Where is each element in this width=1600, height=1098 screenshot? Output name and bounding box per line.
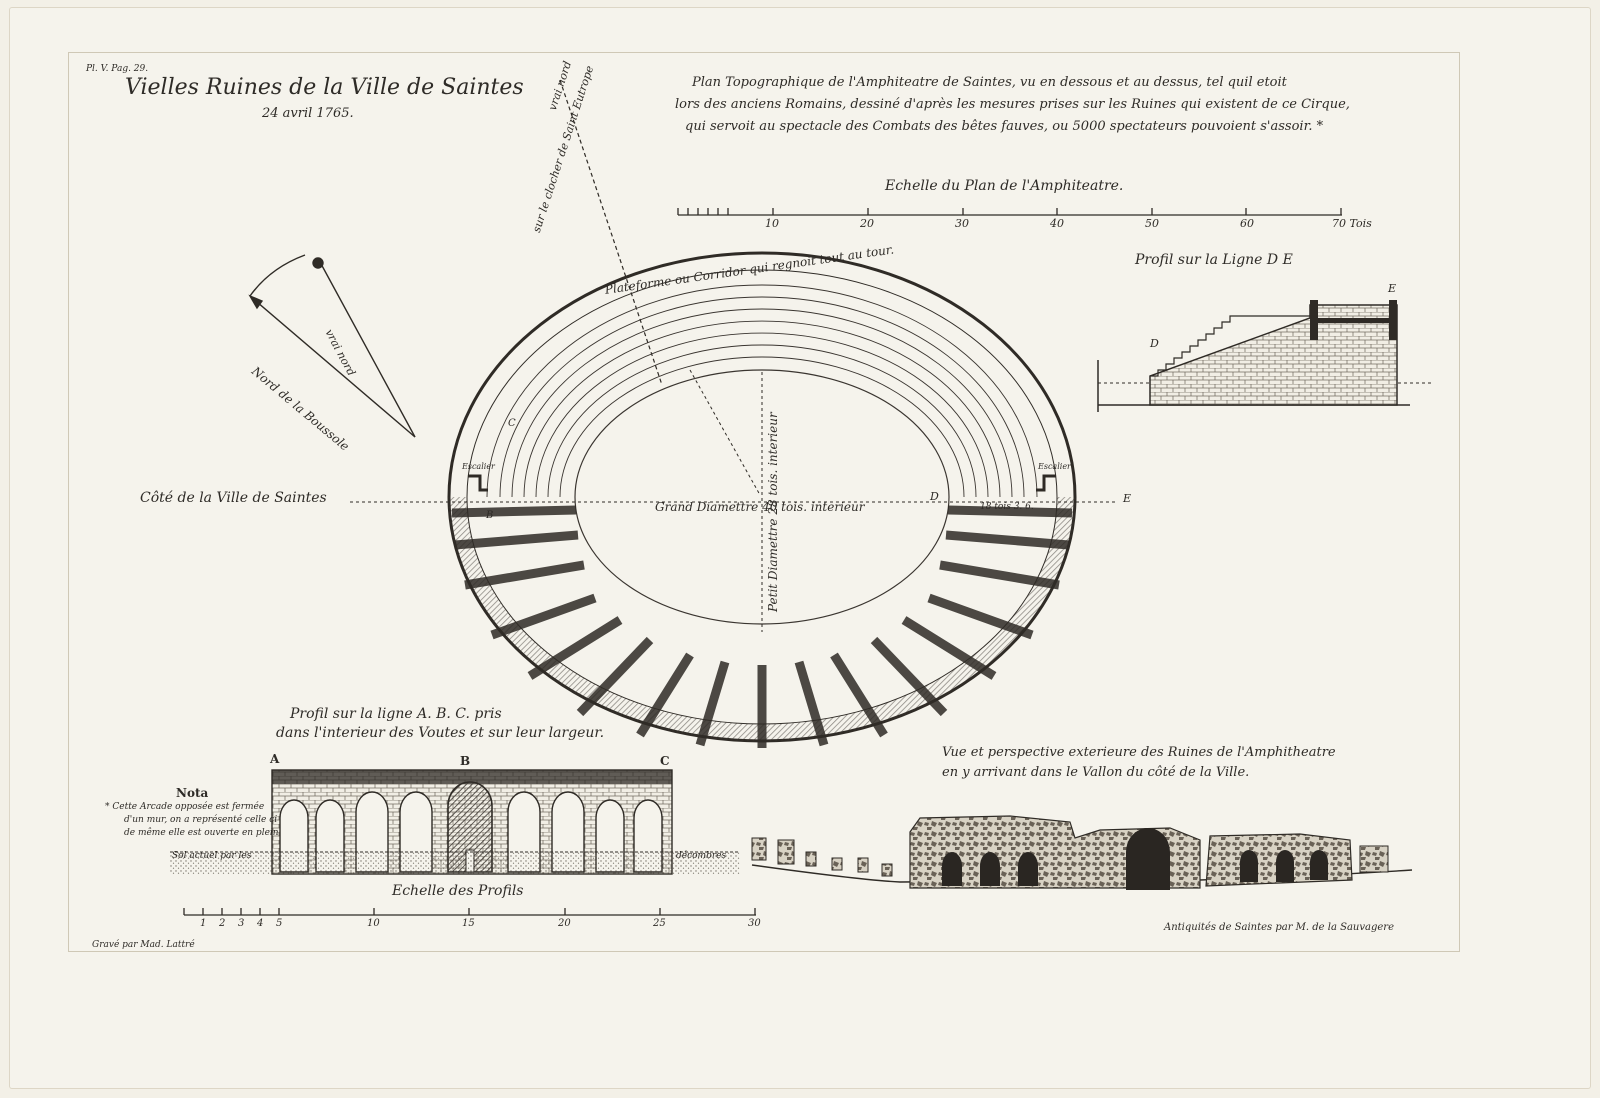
profile-de-drawing bbox=[1097, 300, 1432, 412]
sol-actuel-label: Sol actuel par les bbox=[172, 851, 252, 861]
compass-rose bbox=[248, 254, 416, 438]
grand-diametre-label: Grand Diamettre 40 tois. interieur bbox=[655, 500, 865, 514]
profile-abc-drawing bbox=[170, 769, 740, 875]
nota-title: Nota bbox=[176, 786, 209, 800]
plan-label-e: E bbox=[1123, 492, 1132, 505]
nota-line-3: de même elle est ouverte en plein bbox=[124, 828, 279, 838]
decombres-label: décombres bbox=[676, 851, 727, 861]
profile-scale-tick: 30 bbox=[748, 918, 761, 929]
plate-title: Vielles Ruines de la Ville de Saintes bbox=[125, 75, 524, 100]
nota-line-2: d'un mur, on a représenté celle ci bbox=[124, 815, 278, 825]
perspective-title-2: en y arrivant dans le Vallon du côté de … bbox=[942, 765, 1250, 780]
profile-scale-tick: 15 bbox=[462, 918, 475, 929]
profile-abc-title-2: dans l'interieur des Voutes et sur leur … bbox=[276, 725, 605, 741]
profile-scale-tick: 3 bbox=[238, 918, 245, 929]
plate-border bbox=[68, 52, 1460, 952]
plan-label-c: C bbox=[508, 418, 516, 429]
source-credit: Antiquités de Saintes par M. de la Sauva… bbox=[1164, 922, 1394, 933]
plan-scale-label: Echelle du Plan de l'Amphiteatre. bbox=[885, 178, 1124, 194]
plan-scale-tick: 50 bbox=[1145, 217, 1159, 230]
side-dimension-label: 18 tois 3. 6. bbox=[980, 502, 1034, 512]
description-line-1: Plan Topographique de l'Amphiteatre de S… bbox=[692, 75, 1287, 90]
plan-label-d: D bbox=[930, 490, 939, 503]
plan-scale-tick: 70 Tois bbox=[1332, 217, 1372, 230]
ruins-perspective-drawing bbox=[751, 815, 1413, 890]
profile-abc-label-a: A bbox=[270, 752, 280, 766]
profile-de-label-e: E bbox=[1388, 282, 1397, 295]
plan-scale-tick: 40 bbox=[1050, 217, 1064, 230]
profile-scale-tick: 2 bbox=[219, 918, 226, 929]
profile-de-label-d: D bbox=[1150, 337, 1159, 350]
perspective-title-1: Vue et perspective exterieure des Ruines… bbox=[942, 745, 1336, 760]
plan-scale-tick: 30 bbox=[955, 217, 969, 230]
profile-scale-tick: 20 bbox=[558, 918, 571, 929]
saint-eutrope-direction-line bbox=[559, 79, 663, 386]
cote-ville-label: Côté de la Ville de Saintes bbox=[140, 490, 327, 506]
profile-scale-tick: 4 bbox=[257, 918, 264, 929]
plan-scale-tick: 60 bbox=[1240, 217, 1254, 230]
plate-date: 24 avril 1765. bbox=[262, 106, 354, 121]
escalier-right-label: Escalier bbox=[1038, 462, 1071, 471]
profile-scale-tick: 1 bbox=[200, 918, 207, 929]
description-line-3: qui servoit au spectacle des Combats des… bbox=[685, 119, 1324, 134]
engraver-credit: Gravé par Mad. Lattré bbox=[92, 940, 195, 950]
profile-scale-tick: 5 bbox=[276, 918, 283, 929]
plate-reference: Pl. V. Pag. 29. bbox=[86, 64, 149, 74]
petit-diametre-label: Petit Diamettre 28 tois. interieur bbox=[766, 412, 780, 612]
profile-de-title: Profil sur la Ligne D E bbox=[1135, 252, 1293, 268]
profile-scale-label: Echelle des Profils bbox=[392, 883, 524, 899]
plan-label-b: B bbox=[486, 510, 494, 521]
nota-line-1: * Cette Arcade opposée est fermée bbox=[105, 802, 265, 812]
amphitheatre-plan bbox=[350, 251, 1115, 748]
profile-abc-title-1: Profil sur la ligne A. B. C. pris bbox=[290, 706, 502, 722]
profile-scale-bar bbox=[183, 908, 756, 916]
escalier-left-label: Escalier bbox=[462, 462, 495, 471]
profile-scale-tick: 10 bbox=[367, 918, 380, 929]
plan-scale-tick: 10 bbox=[765, 217, 779, 230]
description-line-2: lors des anciens Romains, dessiné d'aprè… bbox=[675, 97, 1350, 112]
plan-scale-bar bbox=[677, 208, 1342, 216]
plan-scale-tick: 20 bbox=[860, 217, 874, 230]
profile-abc-label-b: B bbox=[460, 754, 471, 768]
profile-scale-tick: 25 bbox=[653, 918, 666, 929]
profile-abc-label-c: C bbox=[660, 754, 670, 768]
